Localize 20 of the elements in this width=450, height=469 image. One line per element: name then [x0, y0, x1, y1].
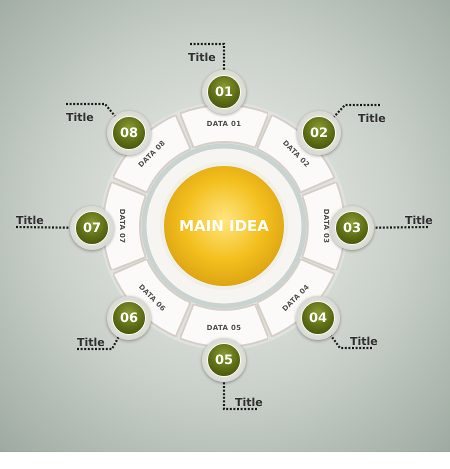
title-label: Title — [16, 205, 44, 227]
number-badge: 01 — [202, 70, 246, 114]
leader-line — [66, 102, 116, 117]
title-label: Title — [405, 205, 433, 227]
number-badge: 03 — [330, 206, 374, 250]
leader-line — [333, 104, 380, 118]
title-label: Title — [350, 328, 378, 348]
number-badge: 05 — [202, 338, 246, 382]
title-label: Title — [77, 329, 105, 349]
leader-line — [330, 335, 372, 350]
title-label: Title — [235, 389, 263, 409]
title-label: Title — [358, 105, 386, 125]
leader-line — [77, 336, 120, 350]
leader-line — [16, 226, 70, 229]
leader-line — [222, 382, 257, 410]
title-label: Title — [66, 104, 94, 124]
number-badge: 07 — [70, 206, 114, 250]
leader-line — [190, 42, 226, 70]
leader-line — [374, 226, 428, 229]
title-label: Title — [188, 44, 216, 64]
